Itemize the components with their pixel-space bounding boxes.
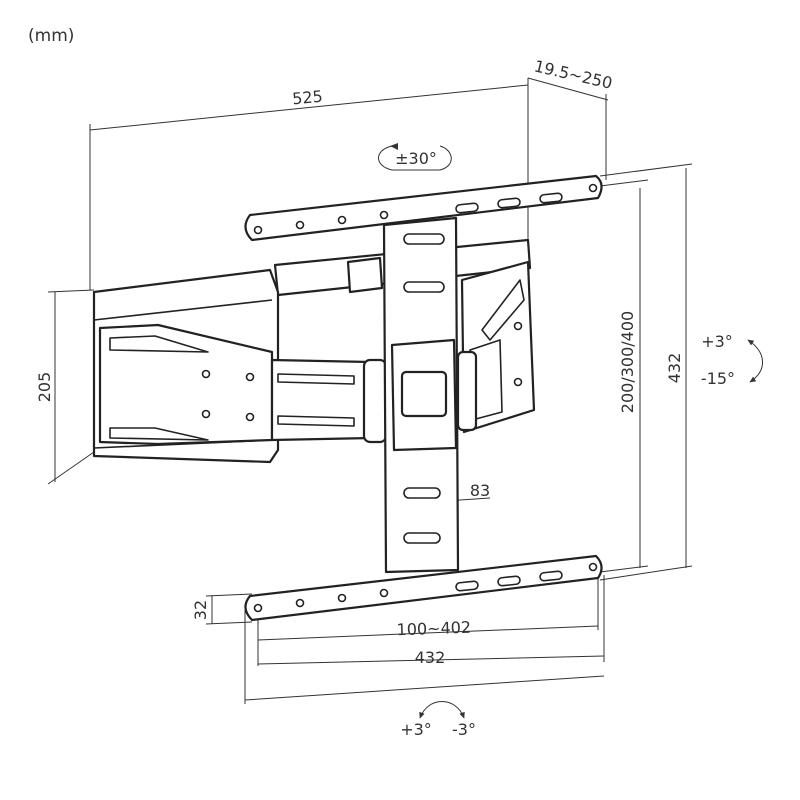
depth-dim-line bbox=[527, 77, 609, 101]
wall-plate-slot-top bbox=[109, 335, 209, 353]
swing-arm bbox=[270, 358, 374, 442]
top-rail-hole-5 bbox=[588, 183, 598, 193]
dim-vesa-width: 100~402 bbox=[396, 618, 471, 640]
mount-assembly bbox=[92, 174, 603, 622]
label-tilt-down: -15° bbox=[701, 369, 735, 388]
rail-height-ext-bottom bbox=[47, 451, 95, 485]
label-level-plus: +3° bbox=[400, 720, 432, 739]
tilt-bracket-rib-top bbox=[481, 279, 525, 341]
dim-rail-thickness: 32 bbox=[191, 600, 210, 620]
tilt-hinge bbox=[456, 350, 478, 432]
wall-hole-2 bbox=[245, 372, 255, 382]
wall-hole-4 bbox=[245, 412, 255, 422]
swivel-arrowhead bbox=[390, 143, 398, 150]
arm-slot-bottom bbox=[277, 415, 355, 427]
dim-overall-width: 525 bbox=[291, 87, 323, 109]
dim-depth-range: 19.5~250 bbox=[532, 56, 614, 92]
top-rail-hole-3 bbox=[337, 215, 347, 225]
dim-upright-width: 83 bbox=[470, 481, 490, 500]
plate-width-dim-line bbox=[257, 655, 605, 665]
level-arrow bbox=[419, 701, 465, 719]
dim-overall-height: 432 bbox=[665, 353, 684, 384]
tilt-hole-1 bbox=[513, 321, 523, 331]
bottom-rail-slot-1 bbox=[455, 580, 479, 592]
dim-plate-width: 432 bbox=[415, 648, 446, 667]
bottom-tv-rail bbox=[244, 554, 603, 622]
tilt-hole-2 bbox=[513, 377, 523, 387]
height-432-ext-top bbox=[599, 163, 693, 177]
upright-slot-4 bbox=[403, 532, 441, 544]
top-rail-slot-3 bbox=[539, 192, 563, 204]
top-rail-hole-4 bbox=[379, 210, 389, 220]
label-swivel: ±30° bbox=[395, 149, 437, 168]
upright-center-window bbox=[400, 370, 448, 418]
dimension-lines bbox=[47, 77, 693, 704]
back-rail-clip bbox=[346, 256, 384, 294]
rotation-indicators bbox=[378, 143, 763, 719]
bottom-rail-hole-1 bbox=[253, 603, 263, 613]
wall-plate-edge-top bbox=[93, 299, 273, 321]
arm-hinge bbox=[362, 358, 388, 444]
bottom-rail-hole-5 bbox=[588, 562, 598, 572]
swivel-arrow bbox=[378, 145, 452, 171]
vesa-height-ext-top bbox=[599, 179, 649, 187]
tilt-arrow bbox=[747, 339, 763, 383]
upright-slot-2 bbox=[403, 281, 445, 293]
plate-width-outer-line bbox=[244, 675, 605, 701]
label-level-minus: -3° bbox=[452, 720, 476, 739]
wall-hole-1 bbox=[201, 369, 211, 379]
label-tilt-up: +3° bbox=[701, 332, 733, 351]
bottom-rail-hole-4 bbox=[379, 588, 389, 598]
arm-slot-top bbox=[277, 373, 355, 385]
upright-slot-3 bbox=[403, 487, 441, 499]
width-525-dim-line bbox=[89, 84, 529, 131]
bottom-rail-hole-3 bbox=[337, 593, 347, 603]
bottom-rail-hole-2 bbox=[295, 598, 305, 608]
top-rail-slot-1 bbox=[455, 202, 479, 214]
dim-rail-height: 205 bbox=[35, 372, 54, 403]
rail-32-ext-top bbox=[205, 593, 253, 597]
rail-32-ext-bottom bbox=[205, 621, 253, 625]
top-tv-rail bbox=[244, 174, 603, 242]
bottom-rail-slot-2 bbox=[497, 575, 521, 587]
rail-height-ext-top bbox=[47, 289, 95, 293]
units-label: (mm) bbox=[28, 26, 74, 46]
upright-slot-1 bbox=[403, 233, 445, 245]
vesa-height-ext-bottom bbox=[599, 565, 649, 573]
top-rail-slot-2 bbox=[497, 197, 521, 209]
top-rail-hole-2 bbox=[295, 220, 305, 230]
wall-hole-3 bbox=[201, 409, 211, 419]
height-432-ext-bottom bbox=[599, 565, 693, 581]
vesa-width-dim-line bbox=[257, 625, 599, 641]
bottom-rail-slot-3 bbox=[539, 570, 563, 582]
top-rail-hole-1 bbox=[253, 225, 263, 235]
dim-vesa-height: 200/300/400 bbox=[618, 311, 637, 413]
wall-plate-slot-bottom bbox=[109, 427, 209, 441]
